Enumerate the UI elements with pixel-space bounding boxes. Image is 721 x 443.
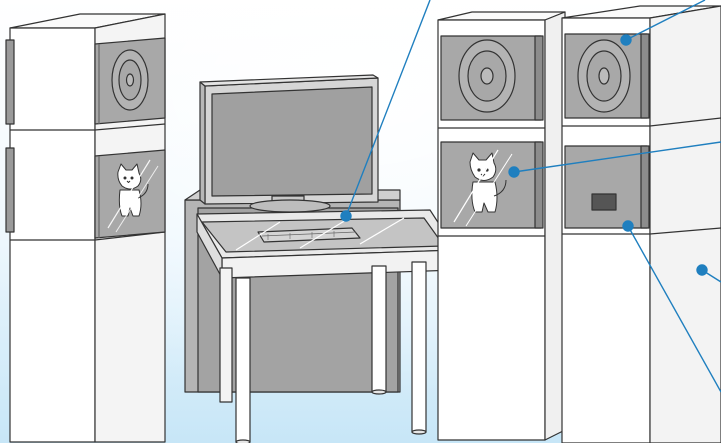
small-display xyxy=(592,194,616,210)
monitor-icon xyxy=(200,75,378,212)
right-speaker-tower xyxy=(438,12,565,440)
callout-dot-icon xyxy=(697,265,707,275)
callout-dot-icon xyxy=(509,167,519,177)
callout-dot-icon xyxy=(341,211,351,221)
far-right-speaker-tower xyxy=(562,6,721,443)
callout-dot-icon xyxy=(621,35,631,45)
left-speaker-tower xyxy=(6,14,165,442)
callout-dot-icon xyxy=(623,221,633,231)
